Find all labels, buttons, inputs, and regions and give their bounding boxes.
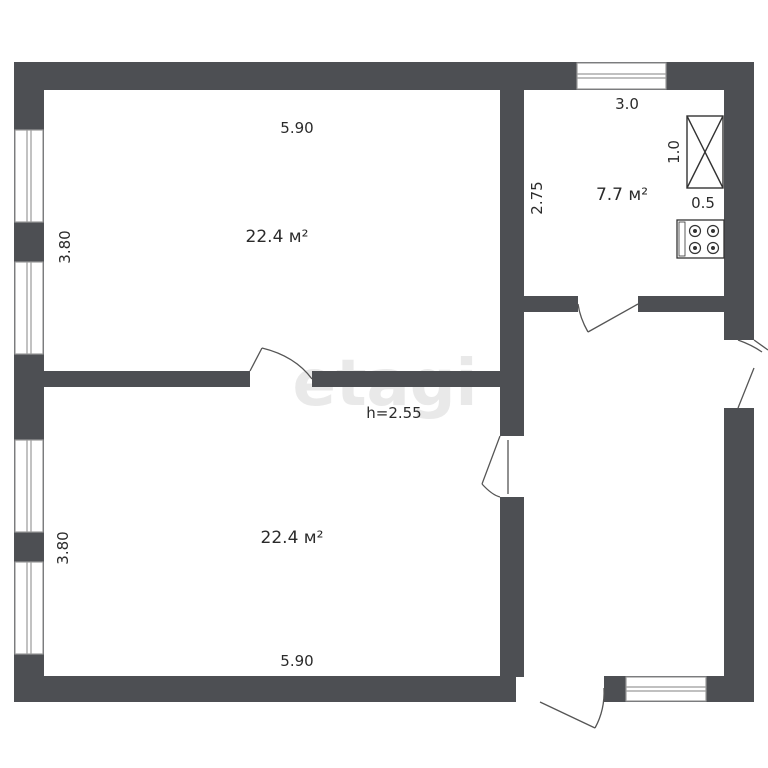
room-bottom-area: 22.4 м²	[261, 528, 324, 548]
kitchen-wall-right	[638, 296, 724, 312]
door-entrance	[737, 339, 768, 409]
outer-wall-right-upper	[724, 62, 754, 340]
kitchen-wall-left	[524, 296, 578, 312]
window-left-2	[14, 261, 44, 355]
window-left-4	[14, 561, 44, 655]
window-left-1	[14, 129, 44, 223]
door-lower-room	[481, 435, 509, 498]
room-bottom-depth: 3.80	[54, 531, 72, 564]
window-left-3	[14, 439, 44, 533]
room-top-width: 5.90	[280, 119, 313, 137]
door-bottom	[539, 687, 605, 729]
doors	[249, 303, 768, 729]
stove-icon	[676, 219, 725, 259]
kitchen-width: 3.0	[615, 95, 639, 113]
windows	[14, 62, 707, 702]
walls	[14, 62, 754, 702]
vent-shaft-width: 0.5	[691, 194, 715, 212]
room-bottom-width: 5.90	[280, 652, 313, 670]
inner-wall-between-rooms-left	[44, 371, 250, 387]
ceiling-height: h=2.55	[366, 404, 421, 422]
room-top-depth: 3.80	[56, 230, 74, 263]
vent-shaft-icon	[686, 115, 724, 189]
window-bottom	[625, 676, 707, 702]
window-kitchen	[576, 62, 667, 90]
vent-shaft-height: 1.0	[665, 140, 683, 164]
kitchen-area: 7.7 м²	[596, 185, 648, 205]
door-kitchen	[577, 303, 639, 333]
inner-wall-between-rooms-right	[312, 371, 500, 387]
outer-wall-right-lower	[724, 408, 754, 702]
inner-wall-vertical-lower	[500, 497, 524, 677]
door-between-rooms	[249, 347, 313, 380]
inner-wall-vertical-upper	[500, 90, 524, 436]
room-top-area: 22.4 м²	[246, 227, 309, 247]
kitchen-depth: 2.75	[528, 181, 546, 214]
outer-wall-bottom	[14, 676, 516, 702]
